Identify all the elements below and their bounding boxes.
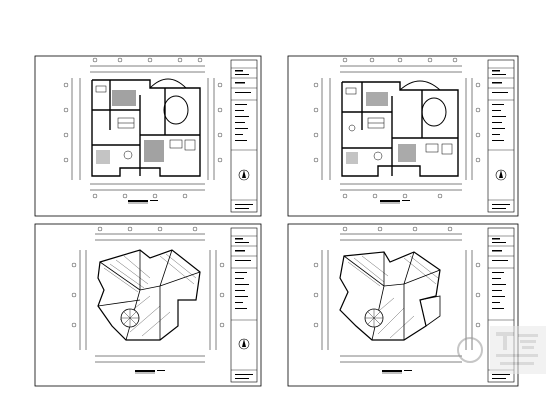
dimension-lines bbox=[79, 233, 217, 363]
sheet-caption bbox=[382, 370, 412, 374]
fixtures bbox=[95, 85, 196, 160]
room-hatch bbox=[96, 90, 164, 164]
sheet-4[interactable] bbox=[287, 223, 519, 387]
roof-outline-right bbox=[419, 295, 441, 327]
title-block-lines bbox=[231, 235, 257, 371]
title-block bbox=[487, 59, 515, 213]
sheet-border bbox=[287, 223, 519, 387]
sheet-caption bbox=[128, 200, 158, 204]
tower-roof-lines bbox=[365, 309, 383, 327]
round-room bbox=[163, 95, 189, 125]
title-block bbox=[230, 227, 258, 383]
dimension-lines bbox=[71, 65, 215, 191]
fixtures bbox=[345, 87, 453, 161]
watermark-glyph bbox=[496, 332, 538, 365]
bay-window bbox=[149, 78, 187, 89]
grid-bubbles bbox=[313, 226, 481, 328]
north-arrow-pointer-icon bbox=[242, 170, 246, 178]
title-block bbox=[230, 59, 258, 213]
sheet-caption bbox=[380, 200, 410, 204]
watermark-icon bbox=[457, 337, 483, 363]
grid-bubbles bbox=[63, 57, 223, 199]
title-block-text bbox=[235, 70, 253, 209]
sheet-border bbox=[287, 55, 519, 217]
roof-ridges bbox=[343, 251, 441, 341]
title-block-lines bbox=[231, 67, 257, 201]
sheet-border bbox=[34, 55, 262, 217]
floor-plan-walls bbox=[91, 79, 201, 177]
dimension-lines bbox=[321, 233, 473, 363]
bay-window bbox=[399, 80, 441, 91]
sheet-2[interactable] bbox=[287, 55, 519, 217]
title-block-text bbox=[492, 70, 510, 209]
floor-plan-walls bbox=[341, 81, 459, 177]
title-block-text bbox=[235, 238, 253, 379]
sheet-1[interactable] bbox=[34, 55, 262, 217]
round-room bbox=[421, 97, 447, 127]
grid-bubbles bbox=[313, 57, 481, 199]
north-arrow-pointer-icon bbox=[499, 170, 503, 178]
title-block bbox=[487, 227, 515, 383]
north-arrow-pointer-icon bbox=[242, 339, 246, 347]
watermark-logo bbox=[457, 326, 546, 374]
title-block-text bbox=[492, 238, 510, 379]
sheet-3[interactable] bbox=[34, 223, 262, 387]
grid-bubbles bbox=[71, 226, 225, 328]
sheet-caption bbox=[135, 370, 165, 374]
tower-roof-lines bbox=[121, 309, 139, 327]
room-hatch bbox=[346, 92, 416, 164]
dimension-lines bbox=[321, 65, 473, 191]
title-block-lines bbox=[488, 67, 514, 201]
